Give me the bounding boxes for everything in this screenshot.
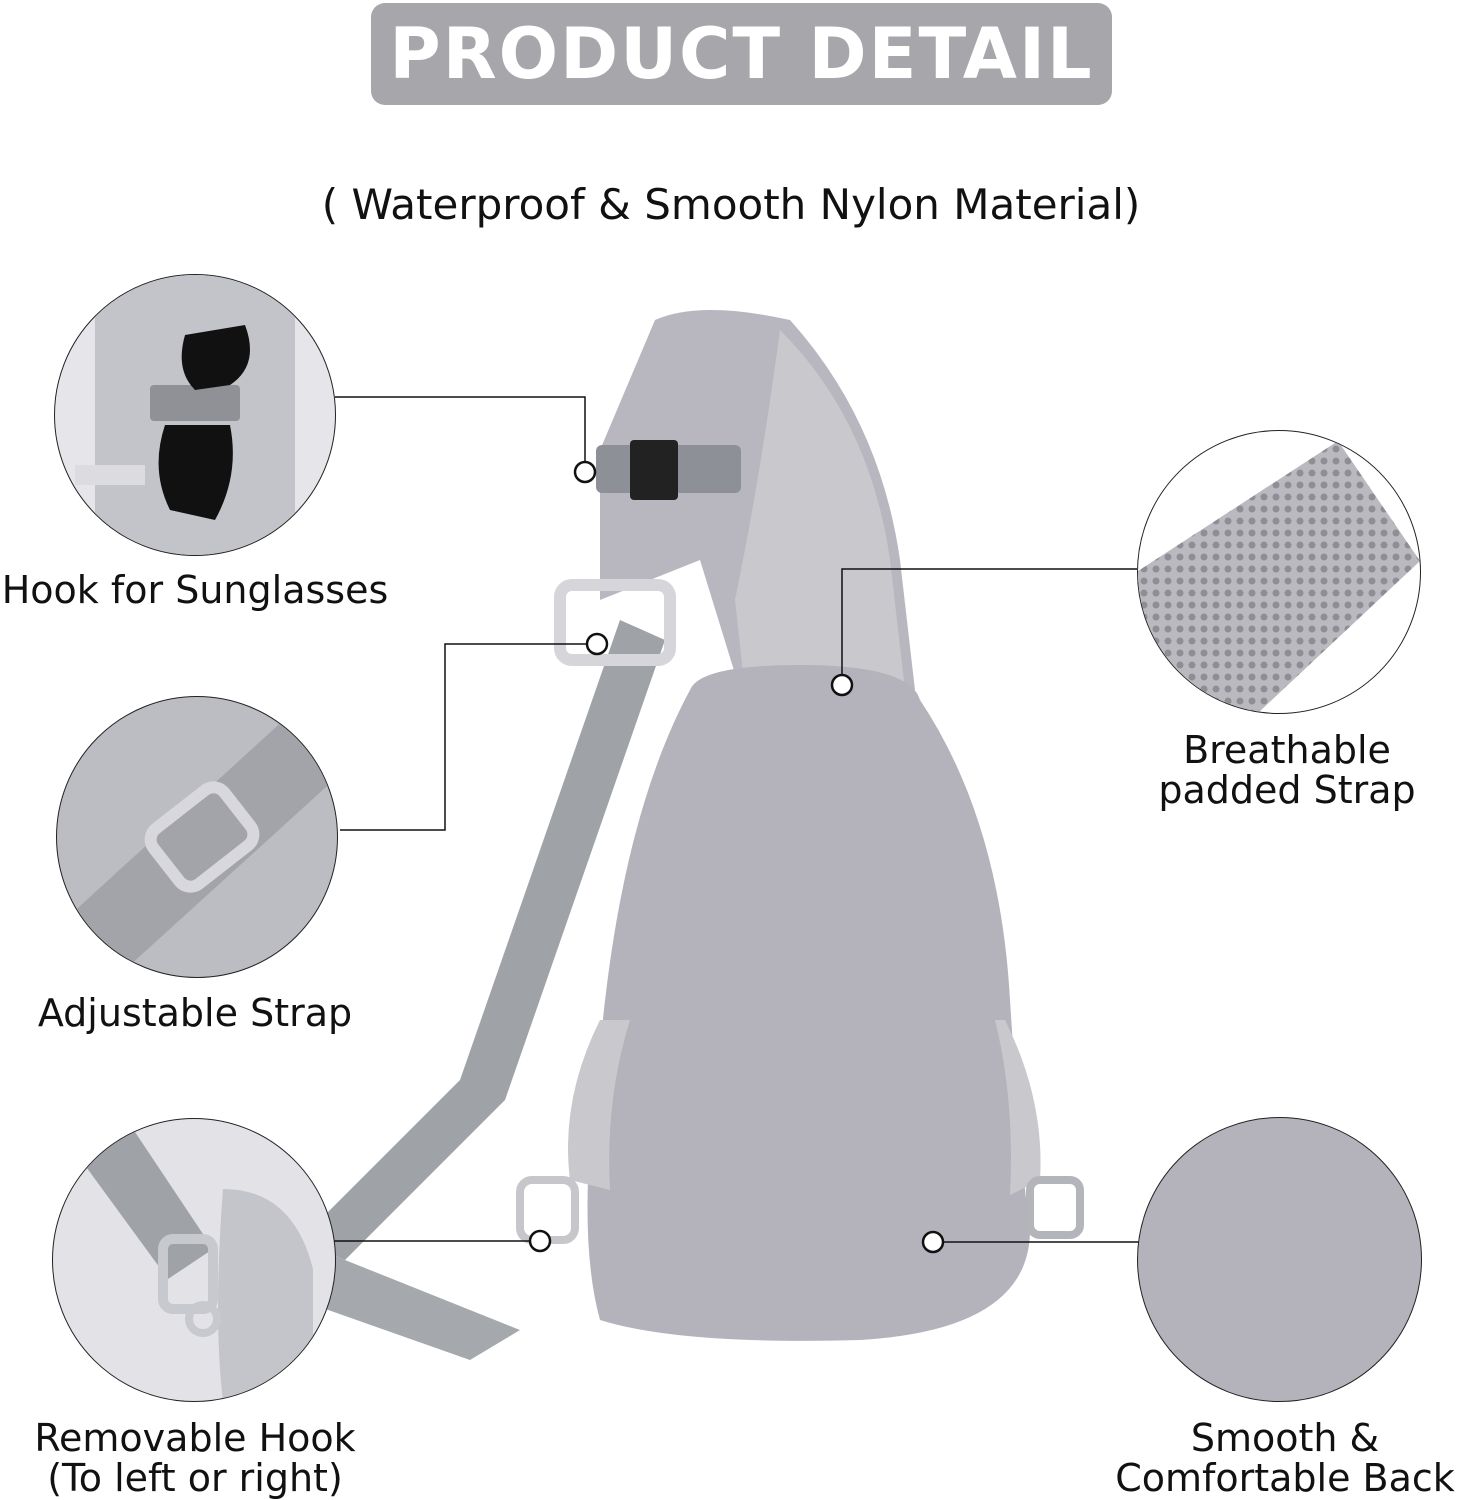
- strap-buckle: [554, 579, 676, 666]
- label-removable-hook: Removable Hook (To left or right): [20, 1418, 370, 1498]
- adjustable-strap-detail: [56, 696, 338, 978]
- sunglasses-hook-detail: [54, 274, 336, 556]
- label-smooth-comfortable-back: Smooth & Comfortable Back: [1110, 1418, 1460, 1498]
- label-hook-for-sunglasses: Hook for Sunglasses: [1, 568, 389, 612]
- breathable-line-2: padded Strap: [1158, 768, 1416, 812]
- removable-line-1: Removable Hook: [34, 1416, 356, 1460]
- sunglasses-icon: [181, 325, 250, 390]
- strap-mesh: [735, 330, 905, 690]
- label-breathable-padded-strap: Breathable padded Strap: [1137, 730, 1437, 810]
- long-strap: [300, 620, 665, 1260]
- lower-strap: [300, 1240, 520, 1360]
- right-clip: [1026, 1176, 1084, 1239]
- product-detail-banner: PRODUCT DETAIL: [371, 3, 1112, 105]
- label-adjustable-strap: Adjustable Strap: [37, 991, 353, 1035]
- buckle-icon: [144, 781, 260, 893]
- brand-tag: [630, 440, 678, 500]
- smooth-back-detail: [1137, 1117, 1422, 1402]
- breathable-line-1: Breathable: [1183, 728, 1391, 772]
- banner-title: PRODUCT DETAIL: [389, 13, 1094, 95]
- breathable-strap-detail: [1137, 430, 1421, 714]
- removable-hook-detail: [52, 1118, 336, 1402]
- bag-body: [587, 665, 1030, 1341]
- right-mesh-pocket: [995, 1020, 1041, 1195]
- back-line-2: Comfortable Back: [1115, 1456, 1455, 1500]
- material-subtitle: ( Waterproof & Smooth Nylon Material): [321, 180, 1141, 229]
- removable-line-2: (To left or right): [47, 1456, 343, 1500]
- left-clip: [516, 1176, 579, 1244]
- callout-dots: [528, 460, 945, 1254]
- back-line-1: Smooth &: [1190, 1416, 1380, 1460]
- snap-hook-icon: [158, 1234, 218, 1314]
- callout-lines: [320, 396, 1140, 1243]
- left-mesh-pocket: [568, 1020, 630, 1190]
